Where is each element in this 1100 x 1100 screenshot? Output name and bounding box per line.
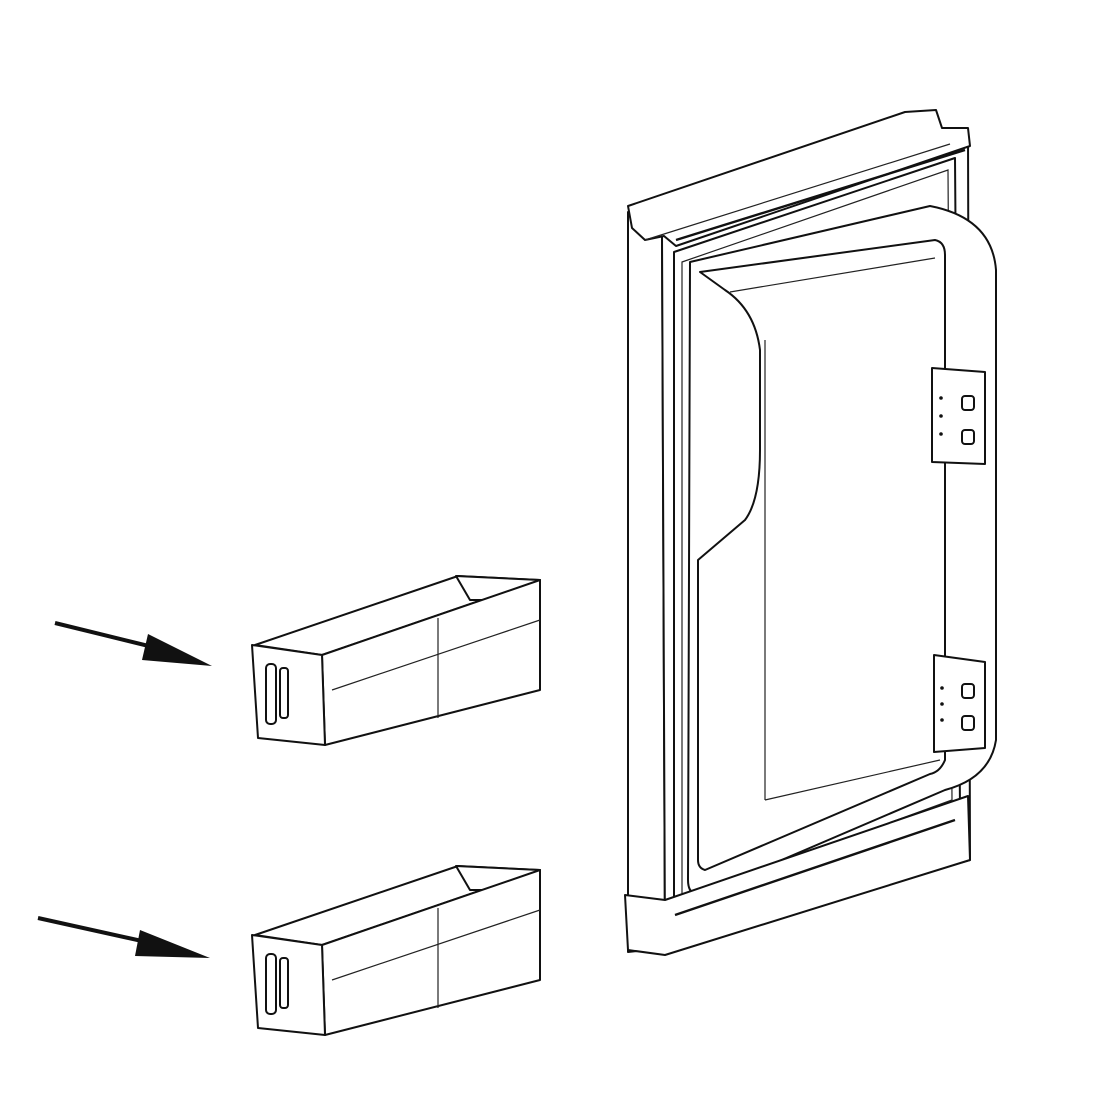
bin-hinge-slot [265,663,277,725]
door-top-cap-edge [644,143,951,241]
door-gasket-inner [681,169,953,899]
door-liner-inner-panel [697,239,946,871]
door-liner-recess [729,257,941,801]
door-top-cap [627,109,971,247]
door-bottom-cap [624,795,971,956]
bin-front-lip [331,619,541,691]
bin-front-lip [331,909,541,981]
bin-hinge-slot [279,957,289,1009]
refrigerator-door [624,109,997,956]
door-bin-upper [251,575,541,746]
door-bottom-gasket [674,818,956,917]
arrow-head-icon [135,930,210,958]
upper-bin-mount-bracket [931,367,986,465]
lower-bin-mount-bracket [933,654,986,753]
bin-hinge-slot [265,953,277,1015]
bin-hinge-slot [279,667,289,719]
door-bin-lower [251,865,541,1036]
arrow-head-icon [142,634,212,666]
door-top-gasket [675,148,966,242]
arrow-upper-bin [54,621,212,666]
door-left-side-panel [627,211,666,953]
arrow-lower-bin [37,916,210,958]
